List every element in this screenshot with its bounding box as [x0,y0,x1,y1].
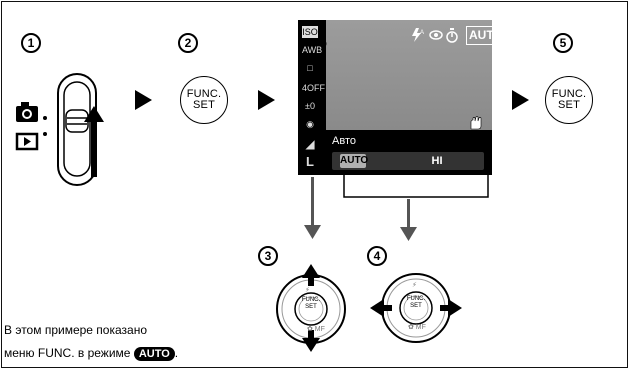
down-arrow-icon [400,199,417,241]
compression-icon: ◢ [305,137,315,151]
up-arrow-icon [302,264,320,286]
self-timer-icon [446,28,458,43]
right-arrow-icon [440,299,462,317]
set-label: SET [558,99,580,111]
svg-text:A: A [420,30,424,36]
caption-line-1: В этом примере показано [4,323,147,337]
option-bar: AUTO HI [332,152,484,170]
func-set-button[interactable]: FUNC. SET [180,76,228,124]
connector-arrows [304,175,489,241]
next-arrow-icon [135,90,152,110]
camera-icon [16,102,47,122]
playback-icon [15,132,47,151]
macro-mf-label: ✿ MF [408,324,426,331]
caption-line-2: меню FUNC. в режиме AUTO. [4,346,179,361]
resolution-icon: L [306,154,314,169]
flash-icon: ⚡ [412,282,417,289]
left-arrow-icon [370,299,392,317]
dial-center-label: FUNC.SET [301,297,321,310]
flash-output-icon: 4OFF [302,83,326,93]
metering-icon: ◉ [306,119,314,129]
control-dial-up-down[interactable] [266,262,356,352]
camera-lcd-screen: ISO AUTO AWB □ 4OFF ±0 ◉ ◢ L A [298,20,506,175]
dial-center-label: FUNC.SET [406,296,426,309]
status-icons: A [412,28,458,43]
step-1-marker: 1 [21,33,41,53]
function-menu-column: ISO AUTO AWB □ 4OFF ±0 ◉ ◢ L [298,20,327,175]
step-3-marker: 3 [258,246,278,266]
iso-auto-icon: ISO AUTO [302,26,327,49]
step-4-marker: 4 [367,246,387,266]
next-arrow-icon [512,90,529,110]
next-arrow-icon [258,90,275,110]
exposure-compensation-icon: ±0 [305,101,315,111]
step-2-marker: 2 [178,33,198,53]
func-set-button[interactable]: FUNC. SET [545,76,593,124]
white-balance-icon: AWB [302,45,323,55]
flash-auto-icon: A [412,28,424,42]
drive-mode-icon: □ [307,63,313,73]
option-auto[interactable]: AUTO [340,154,369,168]
down-arrow-icon [302,330,320,352]
down-arrow-icon [304,177,321,239]
option-hi[interactable]: HI [431,155,443,167]
mode-switch-illustration [15,73,104,186]
red-eye-icon [429,30,443,40]
switch-slider [57,73,97,186]
lcd-preview-area [326,20,492,130]
control-dial-left-right[interactable] [368,265,464,351]
func-label: FUNC. [551,88,587,100]
up-arrow-icon [84,106,104,177]
macro-mf-label: ✿ MF [307,326,325,333]
step-5-marker: 5 [553,33,573,53]
auto-mode-badge: AUTO [133,347,175,361]
flash-icon: ⚡ [305,287,310,294]
auto-mode-indicator: AUTO [466,26,506,45]
caption-text: меню FUNC. в режиме [4,346,131,360]
menu-item-label: Авто [332,135,356,147]
func-label: FUNC. [186,88,222,100]
set-label: SET [193,99,215,111]
camera-shake-icon [470,116,482,130]
